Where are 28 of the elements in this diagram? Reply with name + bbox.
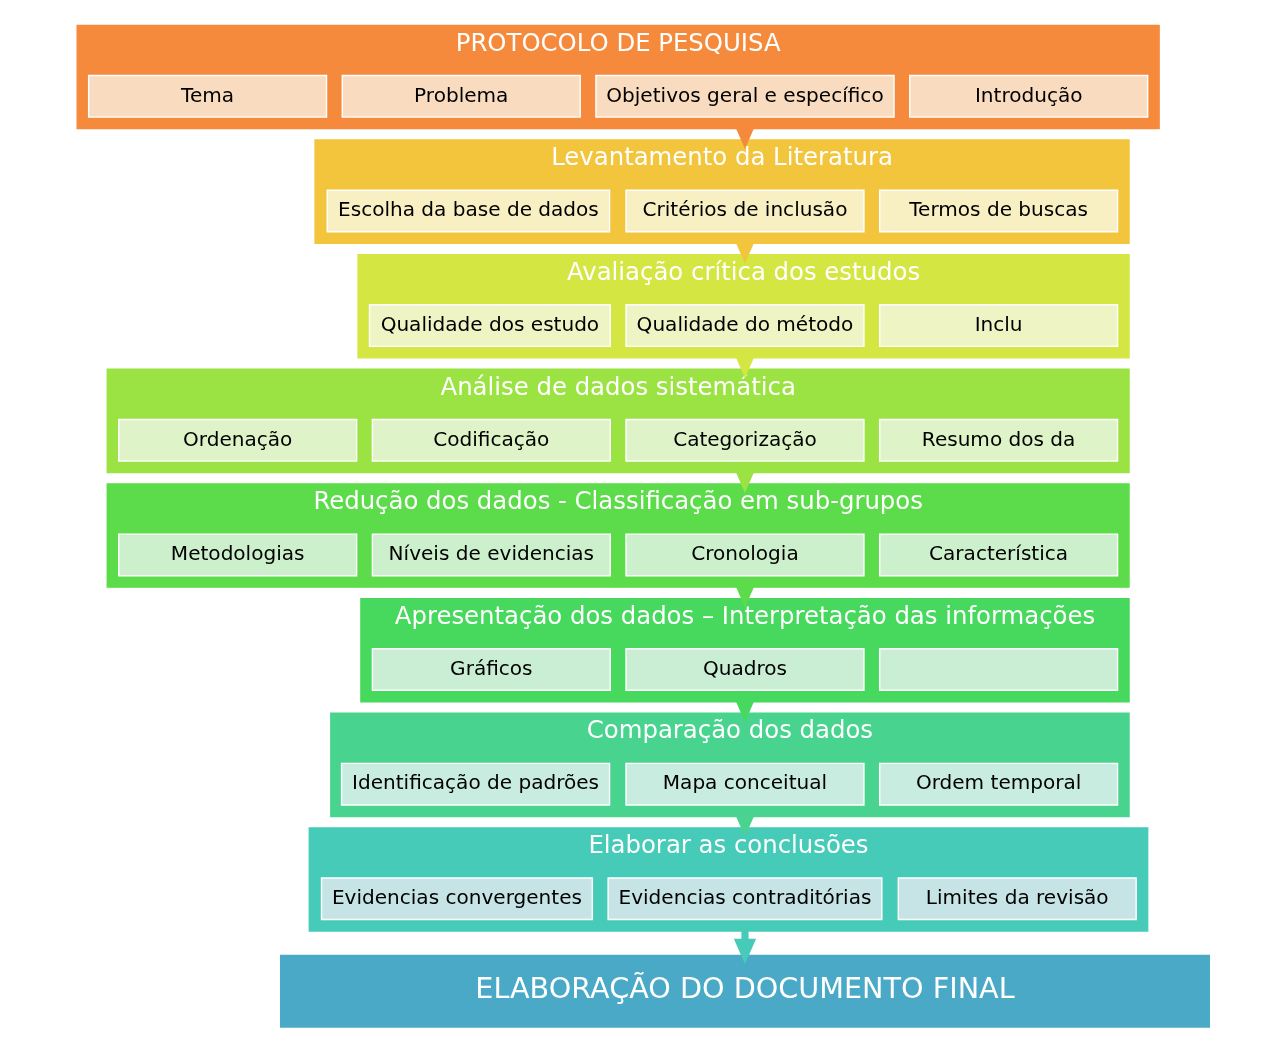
node-box: Introdução — [908, 74, 1148, 118]
node-box: Evidencias convergentes — [320, 877, 593, 921]
node-box — [878, 648, 1118, 692]
node-box: Gráficos — [371, 648, 611, 692]
node-box: Categorização — [624, 418, 865, 462]
node-box: Característica — [878, 533, 1118, 577]
node-box: Critérios de inclusão — [624, 189, 865, 233]
node-box: Codificação — [371, 418, 611, 462]
node-box: Inclu — [878, 304, 1118, 348]
node-box: Escolha da base de dados — [326, 189, 610, 233]
node-box: Problema — [341, 74, 581, 118]
node-box: Tema — [87, 74, 327, 118]
node-box: ELABORAÇÃO DO DOCUMENTO FINAL — [279, 954, 1210, 1028]
node-box: Termos de buscas — [878, 189, 1118, 233]
node-box: Objetivos geral e específico — [594, 74, 895, 118]
node-box: Quadros — [624, 648, 865, 692]
node-box: Limites da revisão — [897, 877, 1137, 921]
node-box: Ordem temporal — [878, 762, 1118, 806]
node-box: Qualidade do método — [624, 304, 865, 348]
node-box: Resumo dos da — [878, 418, 1118, 462]
node-box: Metodologias — [117, 533, 357, 577]
node-box: Evidencias contraditórias — [606, 877, 883, 921]
node-box: Ordenação — [117, 418, 357, 462]
node-box: Identificação de padrões — [340, 762, 610, 806]
node-box: Cronologia — [624, 533, 865, 577]
node-box: Qualidade dos estudo — [368, 304, 611, 348]
node-box: Níveis de evidencias — [371, 533, 611, 577]
node-box: Mapa conceitual — [624, 762, 865, 806]
